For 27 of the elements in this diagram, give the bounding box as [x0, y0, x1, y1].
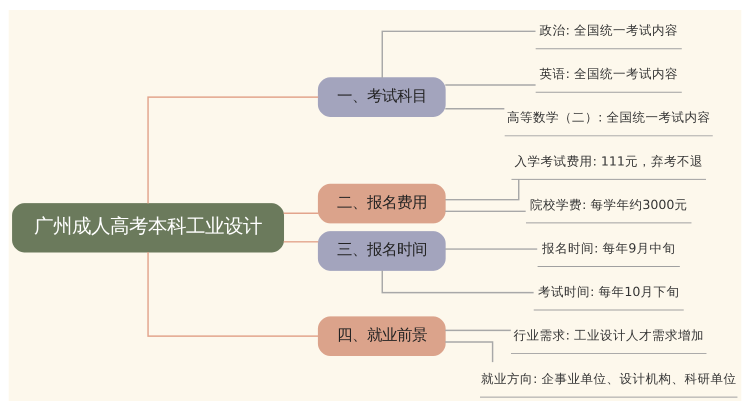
node-box: 广州成人高考本科工业设计 — [12, 202, 284, 252]
node-text: 行业需求: 工业设计人才需求增加 — [514, 326, 704, 342]
connector — [284, 240, 318, 242]
connector — [445, 108, 504, 109]
node-box: 一、考试科目 — [318, 76, 446, 116]
connector — [382, 270, 534, 293]
connector — [445, 340, 494, 362]
node-text: 英语: 全国统一考试内容 — [540, 66, 678, 81]
node-text: 院校学费: 每学年约3000元 — [530, 196, 688, 212]
node-box: 二、报名费用 — [318, 183, 446, 223]
node-text: 高等数学（二）: 全国统一考试内容 — [507, 109, 710, 124]
connector — [147, 96, 318, 203]
connector — [445, 84, 536, 86]
node-box: 三、报名时间 — [318, 230, 446, 270]
node-text: 入学考试费用: 111元，弃考不退 — [514, 152, 703, 168]
connector — [284, 212, 318, 214]
node-text: 就业方向: 企事业单位、设计机构、科研单位 — [481, 370, 736, 386]
connector — [445, 248, 538, 250]
connector — [382, 30, 536, 78]
node-text: 考试时间: 每年10月下旬 — [538, 283, 680, 298]
node-text: 报名时间: 每年9月中旬 — [542, 240, 676, 255]
connector — [445, 210, 526, 212]
connector — [445, 179, 520, 200]
node-text: 政治: 全国统一考试内容 — [540, 22, 678, 38]
connector — [147, 252, 318, 336]
node-box: 四、就业前景 — [318, 316, 446, 356]
connector — [445, 329, 511, 331]
